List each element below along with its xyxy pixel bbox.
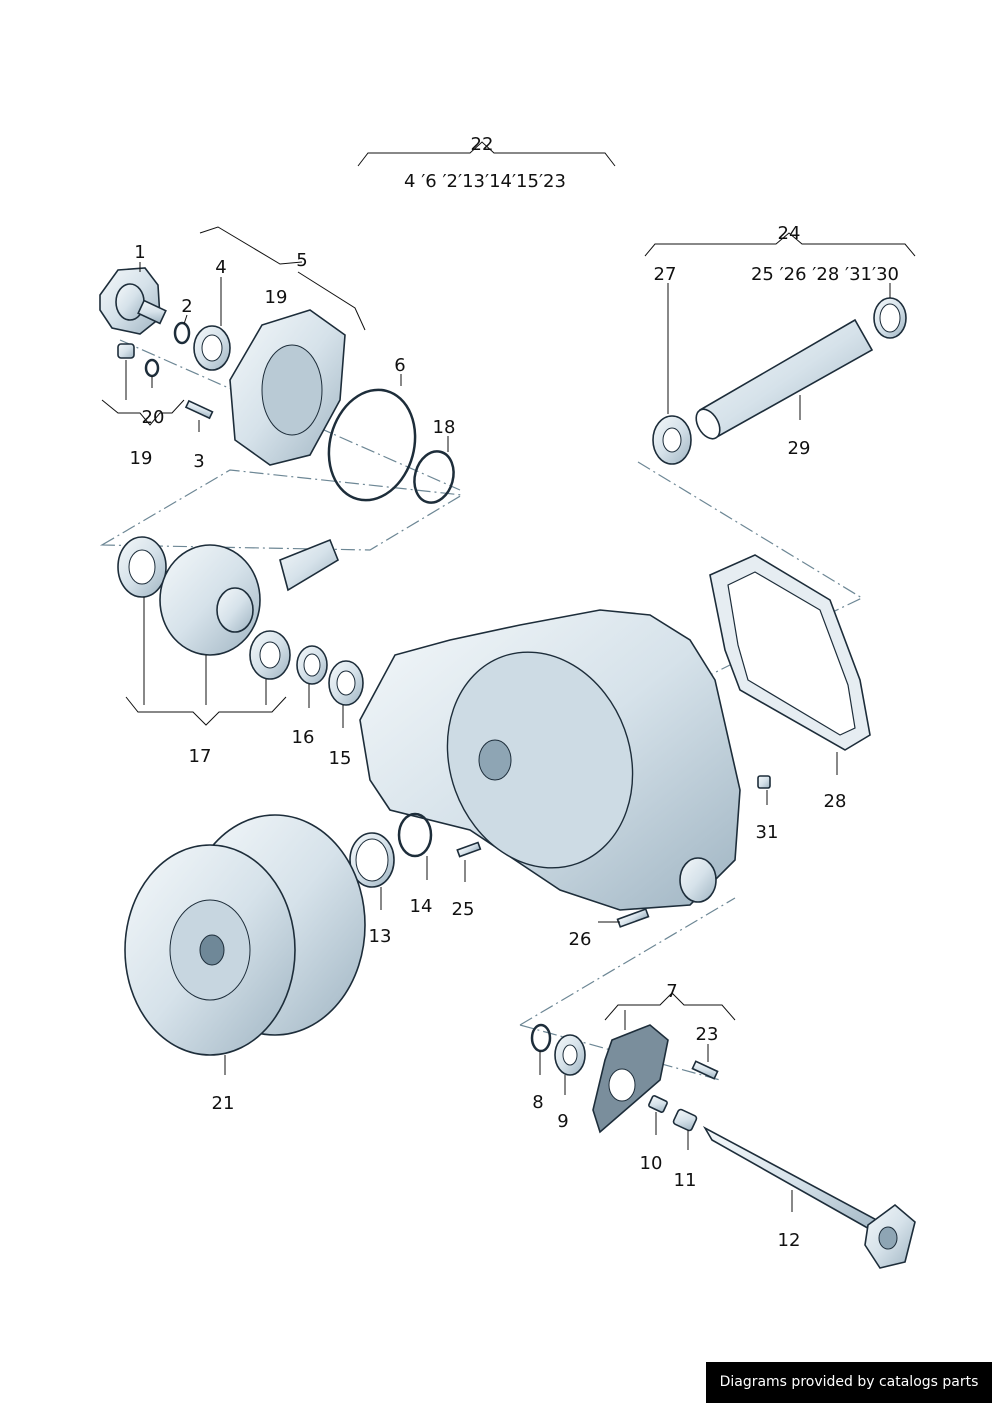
seal-bore	[201, 334, 223, 362]
assembly-line-output	[519, 897, 736, 1026]
callout-25: 25	[452, 899, 475, 920]
bracket-17	[125, 696, 287, 726]
callout-3: 3	[193, 451, 204, 472]
plug-part-19	[117, 343, 135, 359]
tube-end	[695, 408, 721, 440]
bracket-hole	[608, 1068, 636, 1102]
ring-part-18	[413, 450, 455, 504]
spring-part-11	[672, 1108, 698, 1132]
pinion-shaft	[279, 538, 339, 592]
seal-bore	[336, 670, 356, 696]
callout-5: 5	[296, 250, 307, 271]
callout-24-contents: 25 ′26 ′28 ′31′30	[751, 264, 899, 285]
callout-22: 22	[471, 134, 494, 155]
bolt-part-23	[691, 1060, 719, 1080]
housing-bell	[446, 651, 634, 869]
bolt-part-3	[184, 399, 214, 420]
callout-11: 11	[674, 1170, 697, 1191]
output-boss	[679, 857, 717, 903]
seal-bore	[662, 427, 682, 453]
circlip-part-2	[173, 321, 191, 345]
callout-22-contents: 4 ′6 ′2′13′14′15′23	[404, 171, 566, 192]
ring-part-14	[397, 812, 433, 858]
callout-8: 8	[532, 1092, 543, 1113]
bearing-bore	[128, 549, 156, 585]
callout-7: 7	[666, 981, 677, 1002]
callout-24: 24	[778, 223, 801, 244]
callout-1: 1	[134, 242, 145, 263]
housing-bore	[478, 739, 512, 781]
leader-lines	[125, 262, 891, 1212]
callout-16: 16	[292, 727, 315, 748]
bearing-bore	[259, 641, 281, 669]
flywheel-center	[199, 934, 225, 966]
circlip-part-8	[530, 1023, 552, 1053]
callout-28: 28	[824, 791, 847, 812]
callout-27: 27	[654, 264, 677, 285]
plug-part-31	[757, 775, 771, 789]
flange-center	[878, 1226, 898, 1250]
callout-2: 2	[181, 296, 192, 317]
bracket-24	[644, 232, 916, 257]
callout-29: 29	[788, 438, 811, 459]
bolt-part-26	[616, 908, 650, 928]
diff-housing	[216, 587, 254, 633]
callout-12: 12	[778, 1230, 801, 1251]
callout-19: 19	[130, 448, 153, 469]
callout-20: 20	[142, 407, 165, 428]
bracket-20	[101, 399, 185, 426]
callout-14: 14	[410, 896, 433, 917]
callout-15: 15	[329, 748, 352, 769]
callout-17: 17	[189, 746, 212, 767]
bearing-bore	[562, 1044, 578, 1066]
callout-18: 18	[433, 417, 456, 438]
circlip-part-20	[144, 358, 160, 378]
callout-10: 10	[640, 1153, 663, 1174]
callout-4: 4	[215, 257, 226, 278]
o-ring-part-6	[327, 388, 417, 502]
callout-19-cover: 19	[265, 287, 288, 308]
callout-26: 26	[569, 929, 592, 950]
plug-part-10	[648, 1095, 668, 1113]
callout-31: 31	[756, 822, 779, 843]
callout-9: 9	[557, 1111, 568, 1132]
callout-23: 23	[696, 1024, 719, 1045]
callout-13: 13	[369, 926, 392, 947]
flange-spline	[137, 299, 167, 325]
bolt-part-25	[456, 841, 482, 858]
tube-part-29	[698, 318, 874, 440]
bracket-5	[199, 226, 366, 331]
bracket-7	[604, 992, 736, 1021]
ring-bore	[879, 303, 901, 333]
axis-line-flange	[119, 339, 461, 491]
credit-banner: Diagrams provided by catalogs parts	[706, 1362, 992, 1403]
assembly-line-cover	[99, 469, 464, 551]
callout-21: 21	[212, 1093, 235, 1114]
seal-bore	[303, 653, 321, 677]
gasket-opening	[727, 571, 856, 736]
seal-bore	[355, 838, 389, 882]
bracket-22	[357, 141, 616, 167]
callout-6: 6	[394, 355, 405, 376]
shaft-part-12	[702, 1125, 888, 1237]
cover-opening	[261, 344, 323, 436]
